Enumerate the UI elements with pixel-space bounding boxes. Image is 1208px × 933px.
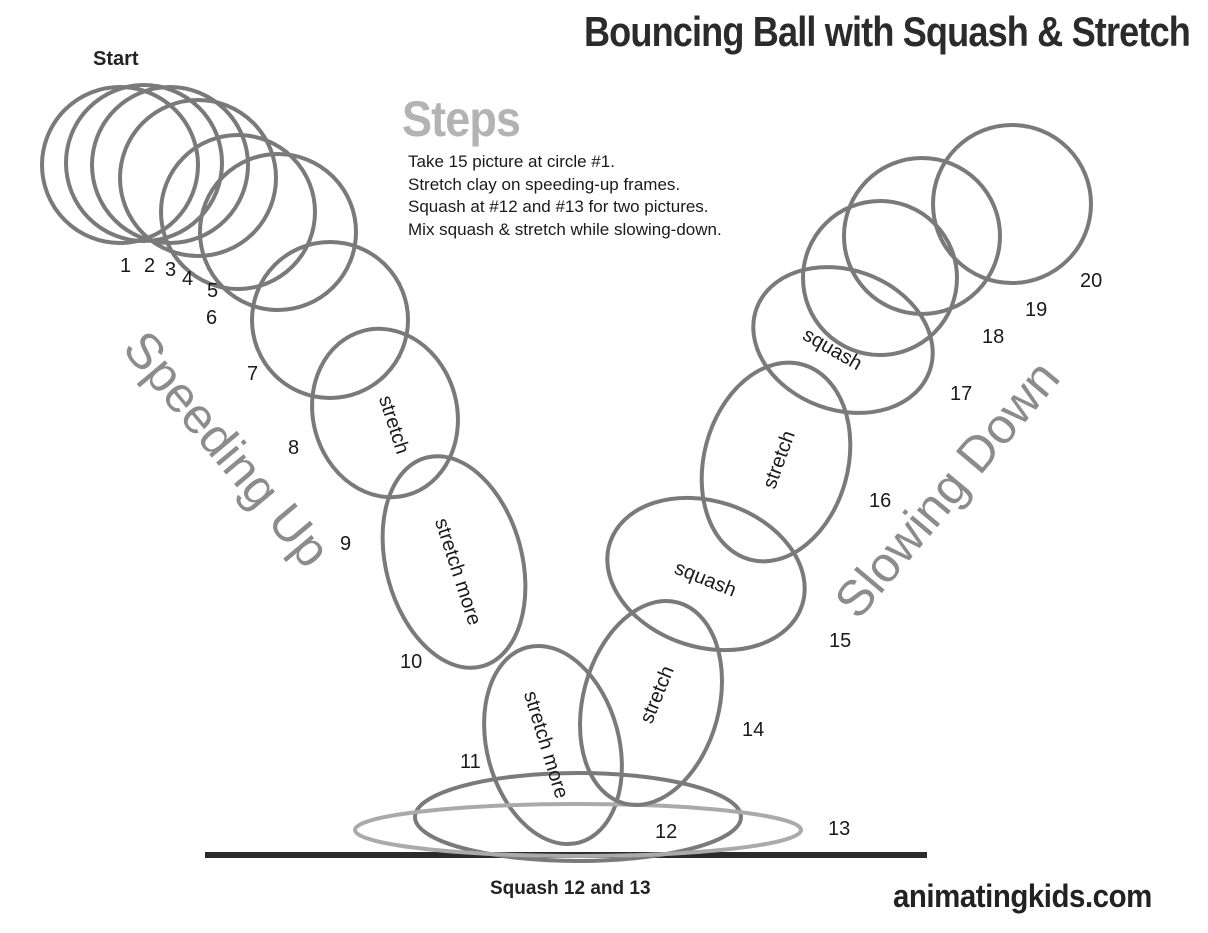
frame-14-deformation-label: squash (671, 557, 739, 602)
frame-number-3: 3 (165, 259, 176, 281)
ball-frame-4 (118, 98, 278, 258)
step-item: Stretch clay on speeding-up frames. (408, 174, 681, 194)
step-item: Take 15 picture at circle #1. (408, 152, 615, 171)
ball-frame-3 (90, 85, 250, 245)
frame-number-8: 8 (288, 437, 299, 459)
ball-frame-16 (751, 265, 935, 415)
ball-frame-8 (310, 326, 460, 500)
ground-caption: Squash 12 and 13 (490, 878, 651, 899)
frame-number-12: 12 (655, 821, 677, 843)
frame-number-14: 14 (742, 719, 764, 741)
frame-number-20: 20 (1080, 270, 1102, 292)
steps-heading: Steps (402, 91, 521, 147)
phase-label-speeding-up: Speeding Up (113, 320, 342, 577)
ball-frame-6 (198, 152, 358, 312)
frame-10-deformation-label: stretch more (519, 688, 573, 801)
frame-number-17: 17 (950, 383, 972, 405)
frame-number-10: 10 (400, 651, 422, 673)
ball-frame-14 (605, 495, 807, 653)
frame-8-deformation-label: stretch (374, 393, 413, 457)
step-item: Squash at #12 and #13 for two pictures. (408, 197, 709, 216)
inner-label-layer: stretch stretch more stretch more stretch sq… (374, 324, 866, 801)
frame-number-7: 7 (247, 363, 258, 385)
frame-number-5: 5 (207, 280, 218, 302)
ball-frame-7 (250, 240, 410, 400)
frame-15-deformation-label: stretch (759, 428, 800, 492)
frame-number-18: 18 (982, 326, 1004, 348)
ball-frame-19 (931, 123, 1093, 285)
ball-frame-15 (699, 360, 853, 564)
ball-frame-13 (578, 599, 724, 807)
ball-frame-10 (482, 643, 624, 847)
frame-number-9: 9 (340, 533, 351, 555)
ball-frame-17 (801, 199, 959, 357)
ball-frame-9 (380, 454, 528, 670)
ball-frame-11 (413, 771, 743, 863)
frame-number-16: 16 (869, 490, 891, 512)
frame-13-deformation-label: stretch (636, 663, 679, 727)
ball-layer (40, 83, 1093, 863)
ball-frame-12 (353, 802, 803, 858)
frame-number-13: 13 (828, 818, 850, 840)
ball-frame-5 (159, 133, 317, 291)
start-label: Start (93, 48, 139, 70)
ball-frame-18 (842, 156, 1002, 316)
frame-number-11: 11 (460, 751, 481, 773)
page-title: Bouncing Ball with Squash & Stretch (583, 8, 1191, 55)
steps-list: Take 15 picture at circle #1. Stretch cl… (408, 151, 722, 241)
website-logo-text: animatingkids.com (893, 878, 1152, 914)
frame-number-15: 15 (829, 630, 851, 652)
frame-9-deformation-label: stretch more (430, 516, 485, 629)
frame-number-19: 19 (1025, 299, 1047, 321)
frame-number-1: 1 (120, 255, 131, 277)
ball-frame-2 (64, 83, 224, 243)
frame-number-6: 6 (206, 307, 217, 329)
step-item: Mix squash & stretch while slowing-down. (408, 219, 722, 239)
phase-label-slowing-down: Slowing Down (824, 350, 1071, 629)
frame-number-2: 2 (144, 255, 155, 277)
frame-number-4: 4 (182, 268, 193, 290)
